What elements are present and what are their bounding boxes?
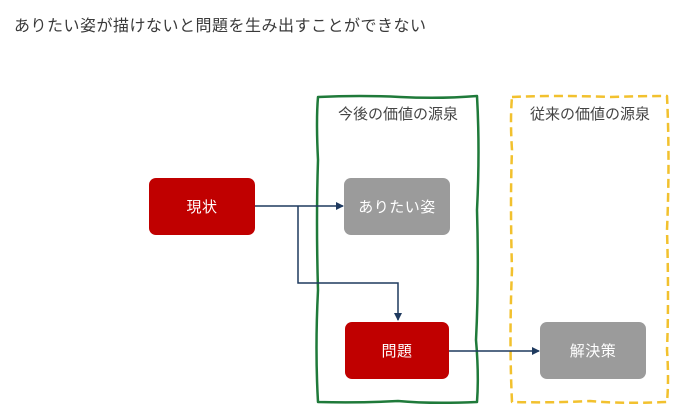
new-value-frame bbox=[315, 94, 480, 405]
arrow-current-to-problem bbox=[297, 206, 402, 321]
node-ideal: ありたい姿 bbox=[344, 178, 450, 235]
old-value-label: 従来の価値の源泉 bbox=[529, 105, 650, 123]
node-solution: 解決策 bbox=[540, 322, 646, 379]
node-current: 現状 bbox=[149, 178, 255, 235]
page-title: ありたい姿が描けないと問題を生み出すことができない bbox=[14, 16, 427, 35]
new-value-label: 今後の価値の源泉 bbox=[337, 105, 458, 123]
old-value-frame bbox=[509, 94, 670, 405]
node-problem: 問題 bbox=[345, 322, 449, 379]
